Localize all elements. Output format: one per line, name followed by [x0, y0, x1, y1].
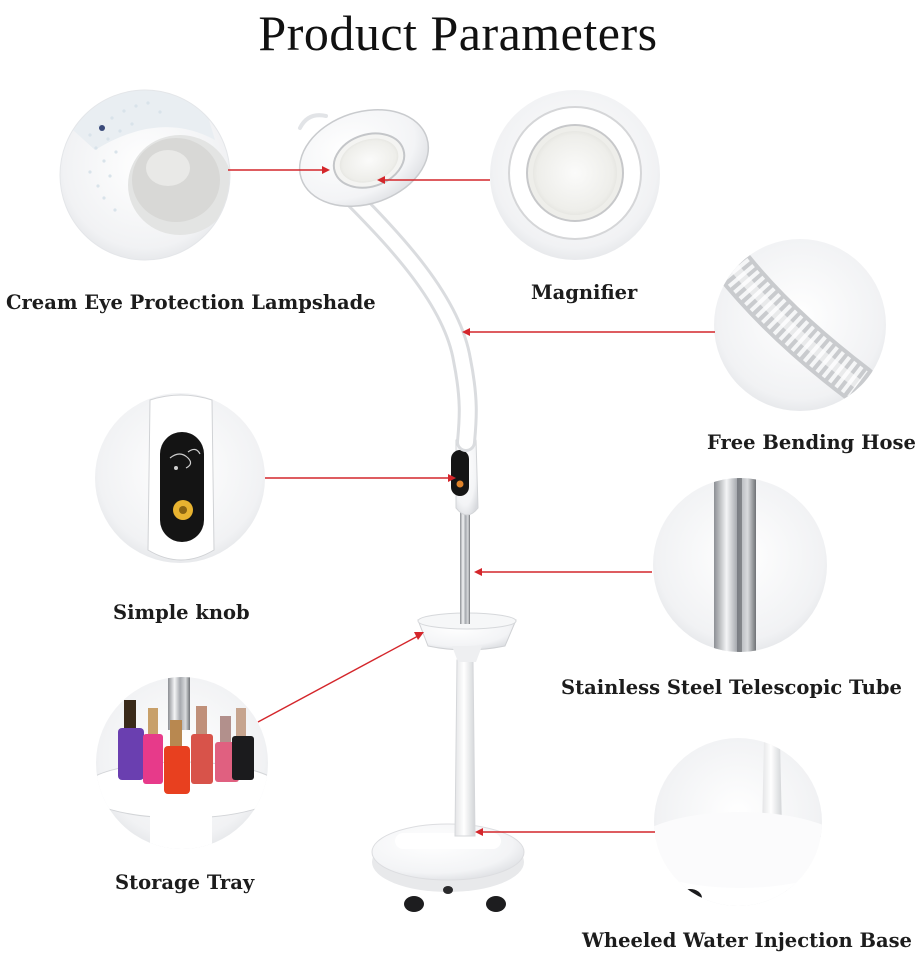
label-magnifier: Magnifier — [531, 281, 638, 304]
pointer-tray — [257, 635, 419, 723]
knob-detail-image — [95, 393, 265, 563]
label-hose: Free Bending Hose — [707, 431, 916, 454]
base-detail-image — [654, 738, 822, 906]
tray-detail-image — [96, 677, 268, 849]
page-title: Product Parameters — [258, 5, 658, 61]
label-tray: Storage Tray — [115, 871, 255, 894]
pointer-lines — [228, 166, 715, 836]
lampshade-detail-image — [59, 89, 231, 261]
label-lampshade: Cream Eye Protection Lampshade — [6, 291, 376, 314]
tube-detail-image — [653, 478, 827, 652]
magnifier-detail-image — [490, 90, 660, 260]
hose-detail-image — [714, 239, 886, 411]
lamp-product-illustration — [298, 108, 525, 912]
nail-polish-bottles-icon — [118, 700, 254, 794]
wheel-icon — [404, 896, 424, 912]
label-knob: Simple knob — [113, 601, 250, 624]
wheel-icon — [486, 896, 506, 912]
label-base: Wheeled Water Injection Base — [582, 929, 912, 952]
label-tube: Stainless Steel Telescopic Tube — [561, 676, 902, 699]
